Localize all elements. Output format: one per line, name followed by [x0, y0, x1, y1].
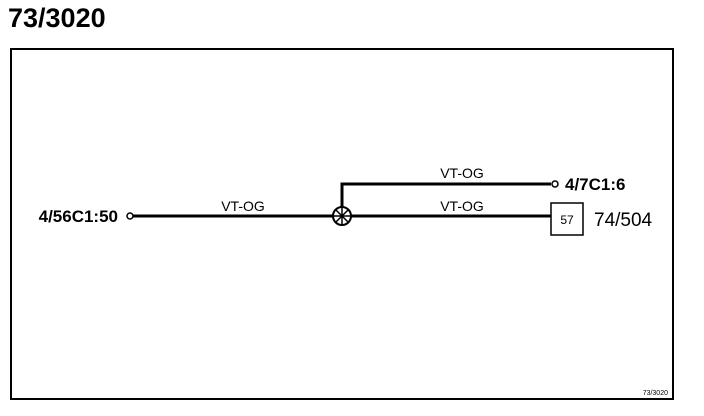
page-title: 73/3020	[8, 3, 106, 33]
component-box	[550, 202, 584, 236]
left-connector-label: 4/56C1:50	[39, 207, 118, 226]
diagram-frame	[10, 48, 674, 400]
right-ref-label: 74/504	[594, 210, 653, 231]
splice-icon	[332, 206, 352, 226]
wire-main-color-label: VT-OG	[221, 198, 265, 214]
top-right-terminal-icon	[551, 180, 559, 188]
wire-lower-color-label: VT-OG	[440, 198, 484, 214]
left-terminal-icon	[126, 212, 134, 220]
wire-upper-branch	[340, 182, 551, 207]
footer-ref: 73/3020	[643, 390, 668, 397]
component-number: 57	[560, 213, 574, 227]
wire-upper-color-label: VT-OG	[440, 165, 484, 181]
top-right-connector-label: 4/7C1:6	[565, 175, 625, 194]
